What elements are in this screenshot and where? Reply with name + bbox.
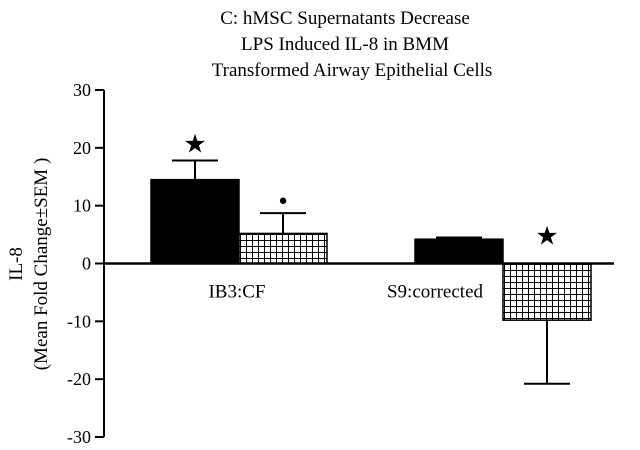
bar-hatched	[238, 232, 328, 265]
y-tick-label: 0	[82, 254, 91, 274]
x-category-label: S9:corrected	[387, 282, 484, 303]
chart-title-line-2: LPS Induced IL-8 in BMM	[241, 34, 449, 55]
chart-title-line-3: Transformed Airway Epithelial Cells	[212, 60, 493, 81]
y-axis-label: IL-8	[6, 247, 27, 281]
x-category-label: IB3:CF	[208, 282, 265, 303]
bar-solid	[150, 178, 240, 265]
significance-star: ★	[183, 130, 206, 159]
y-tick-label: 30	[73, 80, 91, 100]
y-tick-label: -10	[67, 311, 91, 331]
y-axis-sublabel: (Mean Fold Change±SEM )	[31, 158, 52, 371]
y-tick-label: 10	[73, 196, 91, 216]
chart-title-line-1: C: hMSC Supernatants Decrease	[220, 8, 470, 29]
y-tick-label: 20	[73, 138, 91, 158]
bar-solid	[414, 238, 504, 265]
y-tick-label: -20	[67, 369, 91, 389]
bar-hatched	[502, 262, 592, 321]
significance-star: ★	[535, 222, 558, 251]
y-tick-label: -30	[67, 427, 91, 447]
significance-dot: ●	[278, 193, 287, 209]
